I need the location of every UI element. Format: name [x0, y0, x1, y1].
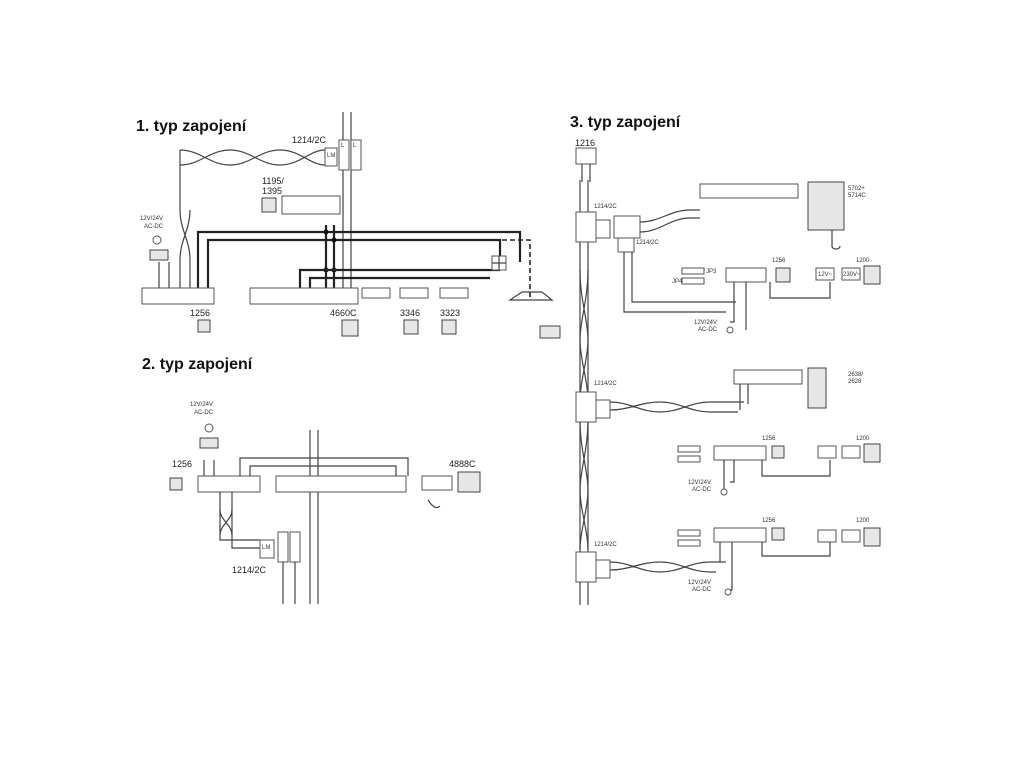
label-1256: 1256	[772, 258, 786, 264]
terminal-l: L	[353, 143, 357, 149]
terminal-lm: LM	[262, 545, 271, 551]
label-1214-2c: 1214/2C	[594, 381, 617, 387]
section-3-diagram	[575, 147, 881, 605]
label-1214-2c: 1214/2C	[636, 240, 659, 246]
label-1214-2c: 1214/2C	[594, 542, 617, 548]
label-230v: 230V~	[843, 272, 861, 278]
label-psu-voltage: 12V/24V	[694, 320, 718, 326]
label-1214-2c: 1214/2C	[292, 135, 327, 145]
label-5714c: 5714C	[848, 193, 866, 199]
label-1256: 1256	[762, 518, 776, 524]
section-1-title: 1. typ zapojení	[136, 118, 247, 135]
label-3323: 3323	[440, 308, 461, 318]
label-1200: 1200	[856, 518, 870, 524]
label-jp3: JP3	[706, 269, 717, 275]
label-1395: 1395	[262, 186, 283, 196]
section-2-diagram	[169, 423, 481, 604]
label-1200: 1200	[856, 258, 870, 264]
label-psu-type: AC-DC	[194, 410, 213, 416]
label-psu-type: AC-DC	[692, 587, 711, 593]
section-1-diagram	[141, 112, 561, 339]
terminal-lm: LM	[327, 153, 336, 159]
terminal-l: L	[341, 143, 345, 149]
label-psu-type: AC-DC	[692, 487, 711, 493]
label-psu-voltage: 12V/24V	[688, 480, 712, 486]
label-1200: 1200	[856, 436, 870, 442]
label-psu-voltage: 12V/24V	[190, 402, 214, 408]
label-3346: 3346	[400, 308, 421, 318]
label-psu-type: AC-DC	[698, 327, 717, 333]
label-1256: 1256	[190, 308, 211, 318]
label-1195: 1195/	[262, 176, 284, 186]
label-4888c: 4888C	[449, 459, 476, 469]
label-1256: 1256	[172, 459, 193, 469]
label-psu-voltage: 12V/24V	[140, 216, 164, 222]
label-4660c: 4660C	[330, 308, 357, 318]
label-1214-2c: 1214/2C	[232, 565, 267, 575]
label-psu-voltage: 12V/24V	[688, 580, 712, 586]
section-3-title: 3. typ zapojení	[570, 114, 681, 131]
label-2628: 2628	[848, 379, 862, 385]
label-jp4: JP4	[672, 279, 683, 285]
label-5702: 5702+	[848, 186, 865, 192]
label-1256: 1256	[762, 436, 776, 442]
section-2-title: 2. typ zapojení	[142, 356, 253, 373]
label-1214-2c: 1214/2C	[594, 204, 617, 210]
label-1216: 1216	[575, 138, 596, 148]
label-12v: 12V~	[818, 272, 833, 278]
label-psu-type: AC-DC	[144, 224, 163, 230]
label-2638: 2638/	[848, 372, 864, 378]
